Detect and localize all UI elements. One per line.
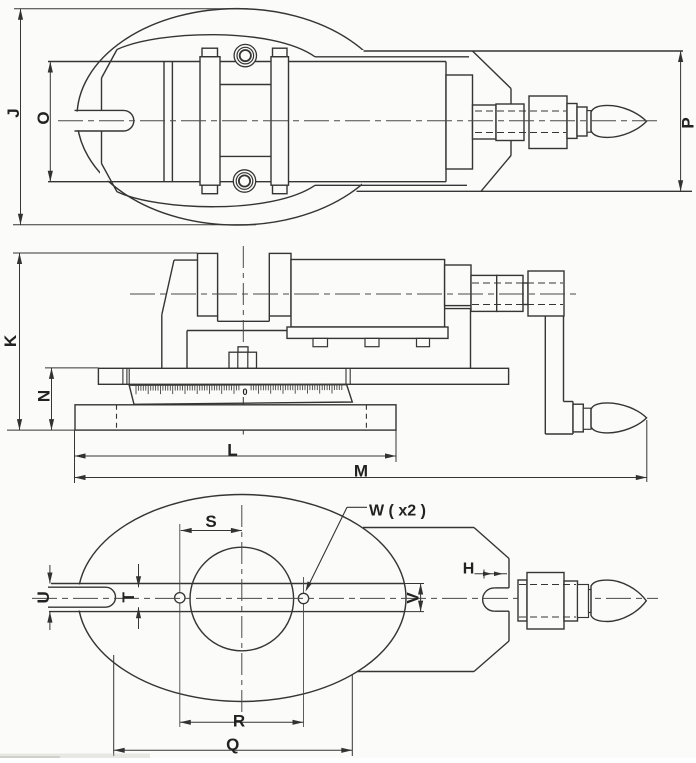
svg-text:M: M [354, 462, 368, 481]
svg-text:L: L [227, 441, 237, 460]
svg-text:H: H [463, 560, 475, 577]
svg-text:U: U [34, 591, 53, 603]
svg-text:O: O [34, 111, 53, 124]
svg-text:P: P [679, 117, 696, 128]
svg-text:J: J [4, 108, 23, 117]
svg-text:0: 0 [242, 387, 247, 397]
svg-text:V: V [404, 592, 423, 604]
svg-text:R: R [233, 711, 245, 730]
svg-text:S: S [205, 512, 216, 531]
svg-text:K: K [1, 334, 20, 347]
svg-text:W ( x2 ): W ( x2 ) [369, 503, 426, 520]
svg-text:Q: Q [226, 735, 239, 754]
svg-text:N: N [34, 390, 53, 402]
svg-text:T: T [119, 591, 138, 602]
